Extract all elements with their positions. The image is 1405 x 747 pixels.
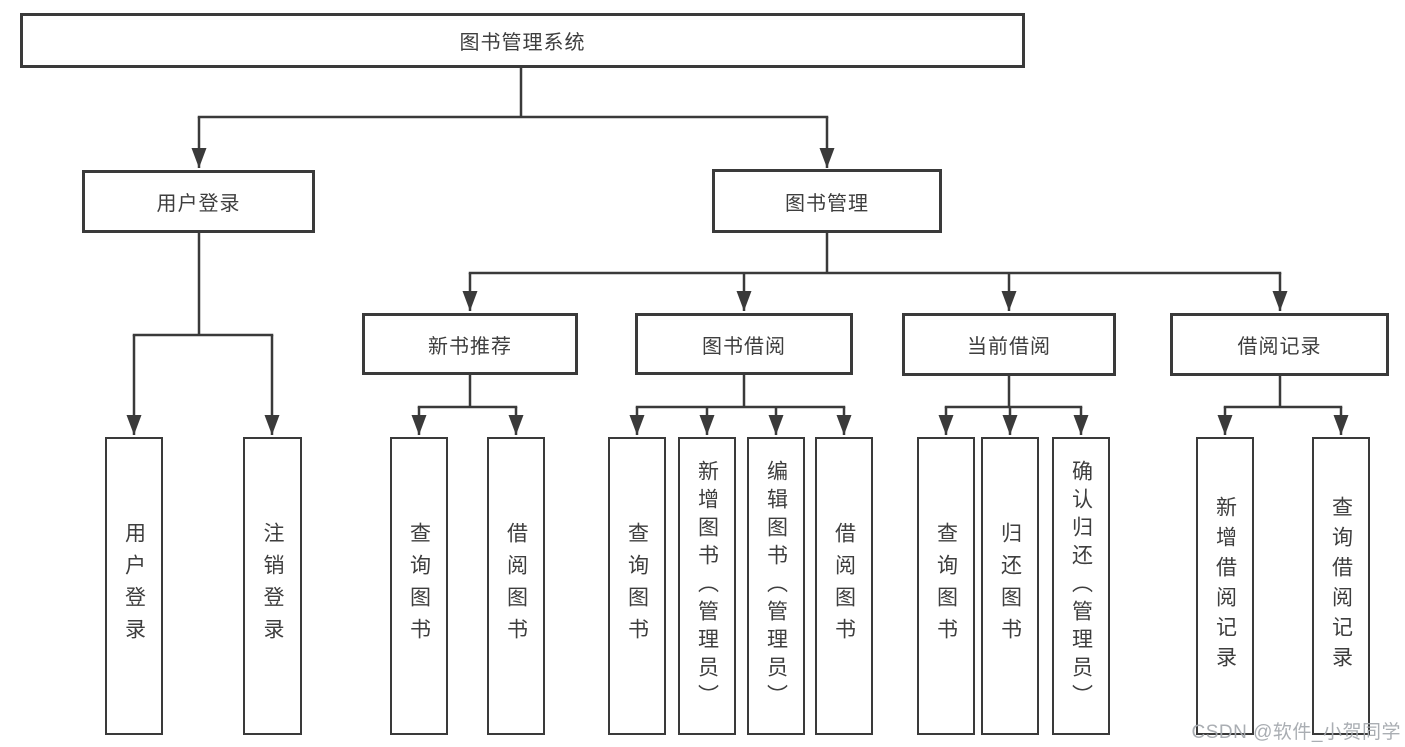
- leaf-label: 编辑图书（管理员）: [764, 460, 788, 712]
- leaf-borrow-books-recommend: 借阅图书: [487, 437, 545, 735]
- node-current-borrow: 当前借阅: [902, 313, 1116, 376]
- leaf-query-borrow-record: 查询借阅记录: [1312, 437, 1370, 735]
- leaf-query-books-current: 查询图书: [917, 437, 975, 735]
- node-label: 当前借阅: [967, 336, 1051, 358]
- leaf-label: 用户登录: [122, 522, 146, 650]
- leaf-label: 查询借阅记录: [1329, 496, 1353, 676]
- leaf-label: 归还图书: [998, 522, 1022, 650]
- node-label: 图书借阅: [702, 335, 786, 358]
- leaf-label: 新增图书（管理员）: [695, 460, 719, 712]
- node-library-management-system: 图书管理系统: [20, 13, 1025, 68]
- csdn-watermark: CSDN @软件_小贺同学: [1191, 722, 1401, 743]
- node-new-book-recommend: 新书推荐: [362, 313, 578, 375]
- leaf-label: 新增借阅记录: [1213, 496, 1237, 676]
- connector-arrowheads: [126, 117, 1349, 435]
- leaf-confirm-return-admin: 确认归还（管理员）: [1052, 437, 1110, 735]
- leaf-label: 查询图书: [625, 522, 649, 650]
- node-label: 图书管理: [785, 192, 869, 215]
- leaf-label: 查询图书: [934, 522, 958, 650]
- node-borrow-records: 借阅记录: [1170, 313, 1389, 376]
- leaf-label: 注销登录: [261, 522, 284, 650]
- leaf-return-book: 归还图书: [981, 437, 1039, 735]
- leaf-edit-book-admin: 编辑图书（管理员）: [747, 437, 805, 735]
- leaf-label: 借阅图书: [832, 522, 856, 650]
- leaf-borrow-books: 借阅图书: [815, 437, 873, 735]
- leaf-logout: 注销登录: [243, 437, 302, 735]
- leaf-add-book-admin: 新增图书（管理员）: [678, 437, 736, 735]
- node-label: 借阅记录: [1237, 336, 1322, 358]
- node-label: 新书推荐: [428, 335, 512, 358]
- leaf-user-login: 用户登录: [105, 437, 163, 735]
- leaf-label: 借阅图书: [504, 522, 528, 650]
- node-book-borrow: 图书借阅: [635, 313, 853, 375]
- leaf-label: 确认归还（管理员）: [1069, 460, 1093, 712]
- leaf-query-books-borrow: 查询图书: [608, 437, 666, 735]
- node-book-management: 图书管理: [712, 169, 942, 233]
- node-label: 图书管理系统: [459, 32, 586, 54]
- leaf-query-books-recommend: 查询图书: [390, 437, 448, 735]
- node-label: 用户登录: [156, 193, 241, 215]
- leaf-label: 查询图书: [407, 522, 431, 650]
- node-user-login: 用户登录: [82, 170, 315, 233]
- leaf-add-borrow-record: 新增借阅记录: [1196, 437, 1254, 735]
